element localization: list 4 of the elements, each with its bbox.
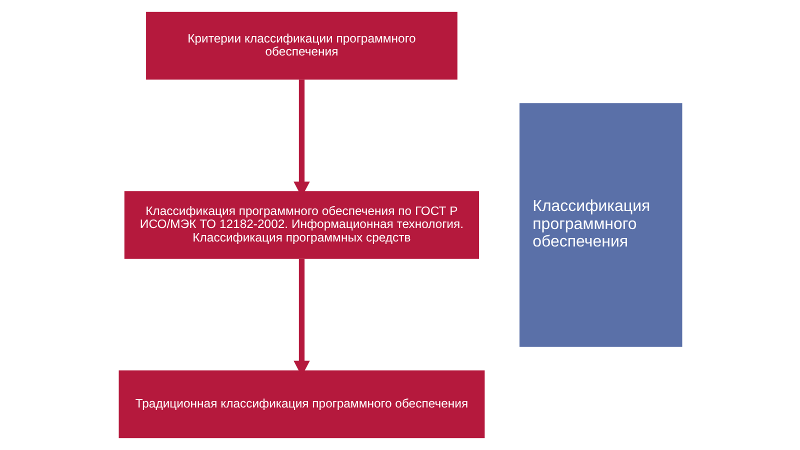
node-box: Классификация программного обеспечения по ГОСТ Р ИСО/МЭК ТО 12182-2002. Информационная технология. Классификация программных средств [124,191,479,259]
node-box: Традиционная классификация программного обеспечения [118,370,484,438]
node-box: Критерии классификации программного обеспечения [146,12,457,80]
node-box: Классификация программного обеспечения [519,103,682,347]
